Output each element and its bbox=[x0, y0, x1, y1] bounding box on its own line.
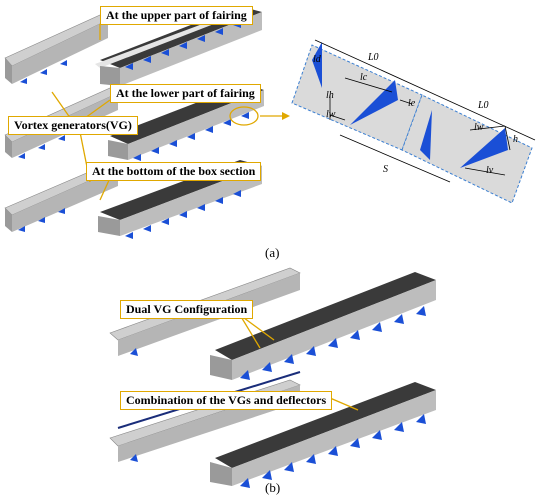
vg-detail-schematic: L0 L0 ld lc lh lw le lw h lv S bbox=[291, 39, 536, 204]
callout-dual-vg: Dual VG Configuration bbox=[120, 300, 254, 319]
dim-lw-a: lw bbox=[326, 109, 336, 120]
dim-lv: lv bbox=[486, 165, 494, 176]
dim-lh: lh bbox=[326, 90, 334, 101]
dim-lw-b: lw bbox=[474, 122, 484, 133]
callout-vortex-generators: Vortex generators(VG) bbox=[8, 116, 138, 135]
vg-fin-4 bbox=[460, 128, 508, 168]
vg-fin-3 bbox=[420, 110, 432, 160]
vg-fin-2 bbox=[350, 80, 398, 125]
dim-ld: ld bbox=[313, 54, 322, 65]
callout-combination: Combination of the VGs and deflectors bbox=[120, 391, 333, 410]
dim-h: h bbox=[513, 134, 518, 145]
dim-le: le bbox=[408, 98, 416, 109]
vg-marks-b bbox=[130, 306, 426, 488]
panel-label-b: (b) bbox=[265, 480, 281, 495]
dim-L0-b: L0 bbox=[477, 100, 489, 111]
vg-marks-a bbox=[18, 21, 249, 239]
callout-lower-fairing: At the lower part of fairing bbox=[110, 84, 261, 103]
callout-arrows-b bbox=[239, 314, 359, 411]
panel-label-a: (a) bbox=[265, 245, 280, 260]
callout-box-bottom: At the bottom of the box section bbox=[86, 162, 262, 181]
vg-fin-1 bbox=[312, 42, 322, 88]
dim-L0-a: L0 bbox=[367, 52, 379, 63]
callout-upper-fairing: At the upper part of fairing bbox=[100, 6, 253, 25]
dim-lc: lc bbox=[360, 72, 368, 83]
bridge-model-combination bbox=[109, 371, 436, 486]
bridge-model-dual-vg bbox=[109, 267, 436, 380]
dim-S: S bbox=[383, 164, 388, 175]
